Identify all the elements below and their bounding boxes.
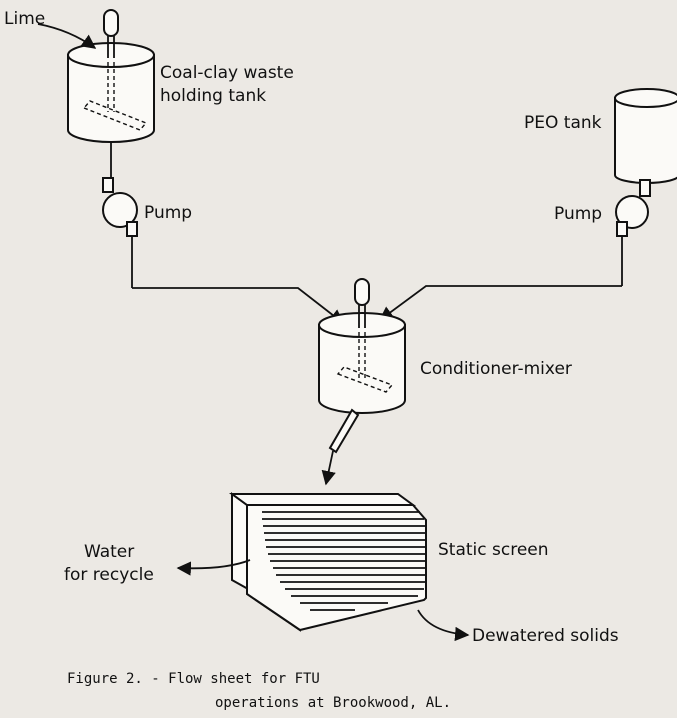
conditioner-mixer [318, 278, 406, 486]
static-screen [228, 492, 427, 632]
pump-icon [615, 195, 649, 229]
static-screen-label: Static screen [438, 540, 549, 560]
dewatered-solids-label: Dewatered solids [472, 626, 619, 646]
left-pump-label: Pump [144, 203, 192, 223]
discharge-arrow [321, 450, 336, 486]
lime-arrow [37, 23, 97, 49]
figure-caption-line2: operations at Brookwood, AL. [215, 695, 451, 711]
waste-feed-line [132, 287, 345, 324]
holding-tank [67, 9, 155, 178]
left-pump [102, 177, 138, 288]
conditioner-mixer-label: Conditioner-mixer [420, 359, 572, 379]
water-recycle-arrow [176, 559, 251, 576]
right-pump-label: Pump [554, 204, 602, 224]
figure-caption-line1: Figure 2. - Flow sheet for FTU [67, 671, 320, 687]
right-pump [615, 179, 651, 286]
holding-tank-label-line1: Coal-clay waste [160, 63, 294, 83]
peo-tank-label: PEO tank [524, 113, 602, 133]
peo-tank [614, 88, 677, 188]
agitator-motor-icon [103, 9, 119, 37]
pump-icon [102, 192, 138, 228]
peo-feed-line [378, 285, 622, 321]
water-label-line2: for recycle [64, 565, 154, 585]
holding-tank-label-line2: holding tank [160, 86, 266, 106]
screen-slats [262, 511, 425, 611]
water-label-line1: Water [84, 542, 134, 562]
mixer-motor-icon [354, 278, 370, 306]
lime-label: Lime [4, 9, 45, 29]
dewatered-solids-arrow [417, 609, 470, 642]
mixer-blade-icon [336, 366, 394, 393]
